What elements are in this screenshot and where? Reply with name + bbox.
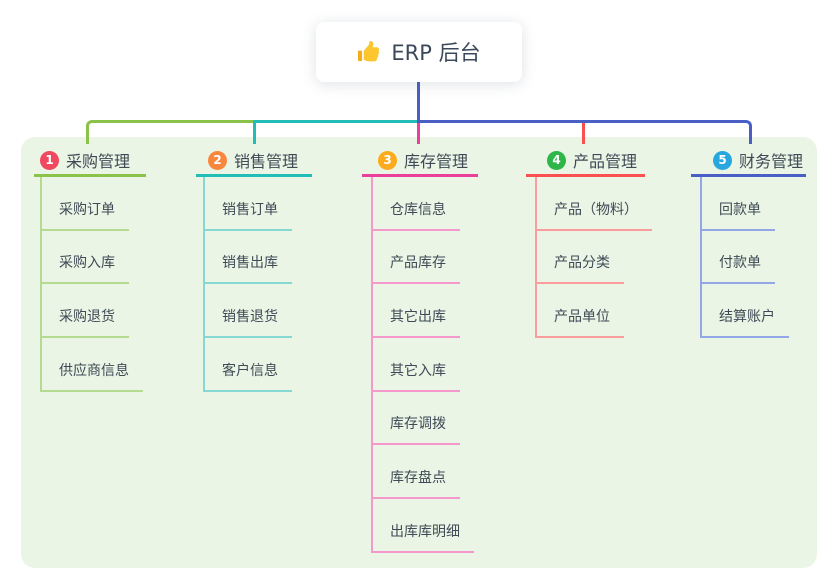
connector-segment-finance <box>417 120 752 144</box>
child-node[interactable]: 销售出库 <box>205 231 292 285</box>
child-node[interactable]: 采购退货 <box>42 284 129 339</box>
branch-children-finance: 回款单 付款单 结算账户 <box>700 177 789 339</box>
branch-label: 产品管理 <box>573 152 638 171</box>
child-node[interactable]: 其它入库 <box>373 338 460 392</box>
branch-number-badge: 2 <box>208 150 227 170</box>
child-node[interactable]: 付款单 <box>702 231 775 285</box>
branch-node-inventory[interactable]: 3 库存管理 <box>362 146 478 177</box>
child-node[interactable]: 出库库明细 <box>373 499 474 553</box>
connector-drop-inventory <box>417 123 420 144</box>
branches-container <box>21 137 817 568</box>
child-node[interactable]: 仓库信息 <box>373 177 460 231</box>
branch-label: 库存管理 <box>404 152 469 171</box>
branch-number-badge: 3 <box>378 150 397 170</box>
branch-number-badge: 1 <box>40 150 59 170</box>
child-node[interactable]: 库存调拨 <box>373 392 460 446</box>
connector-segment-sales <box>253 120 418 144</box>
child-node[interactable]: 销售订单 <box>205 177 292 231</box>
child-node[interactable]: 客户信息 <box>205 338 292 392</box>
branch-label: 销售管理 <box>234 152 299 171</box>
branch-node-sales[interactable]: 2 销售管理 <box>196 146 312 177</box>
thumbs-up-icon <box>357 40 380 64</box>
child-node[interactable]: 产品单位 <box>537 284 624 339</box>
branch-children-sales: 销售订单 销售出库 销售退货 客户信息 <box>203 177 292 392</box>
branch-number-badge: 4 <box>547 150 566 170</box>
branch-number-badge: 5 <box>713 150 732 170</box>
child-node[interactable]: 销售退货 <box>205 284 292 339</box>
branch-children-product: 产品（物料） 产品分类 产品单位 <box>535 177 652 339</box>
child-node[interactable]: 采购订单 <box>42 177 129 231</box>
connector-drop-product <box>582 123 585 144</box>
branch-children-procurement: 采购订单 采购入库 采购退货 供应商信息 <box>40 177 143 392</box>
child-node[interactable]: 产品库存 <box>373 231 460 285</box>
branch-label: 财务管理 <box>739 152 804 171</box>
root-connector-stem <box>417 82 420 120</box>
branch-label: 采购管理 <box>66 152 131 171</box>
connector-segment-procurement <box>86 120 253 144</box>
branch-node-finance[interactable]: 5 财务管理 <box>691 146 806 177</box>
root-node-erp[interactable]: ERP 后台 <box>316 22 522 82</box>
child-node[interactable]: 供应商信息 <box>42 338 143 392</box>
branch-children-inventory: 仓库信息 产品库存 其它出库 其它入库 库存调拨 库存盘点 出库库明细 <box>371 177 474 553</box>
child-node[interactable]: 产品分类 <box>537 231 624 285</box>
branch-node-product[interactable]: 4 产品管理 <box>526 146 645 177</box>
child-node[interactable]: 产品（物料） <box>537 177 652 231</box>
child-node[interactable]: 结算账户 <box>702 284 789 339</box>
child-node[interactable]: 回款单 <box>702 177 775 231</box>
child-node[interactable]: 采购入库 <box>42 231 129 285</box>
child-node[interactable]: 其它出库 <box>373 284 460 339</box>
child-node[interactable]: 库存盘点 <box>373 445 460 500</box>
branch-node-procurement[interactable]: 1 采购管理 <box>34 146 146 177</box>
root-node-label: ERP 后台 <box>391 41 481 65</box>
